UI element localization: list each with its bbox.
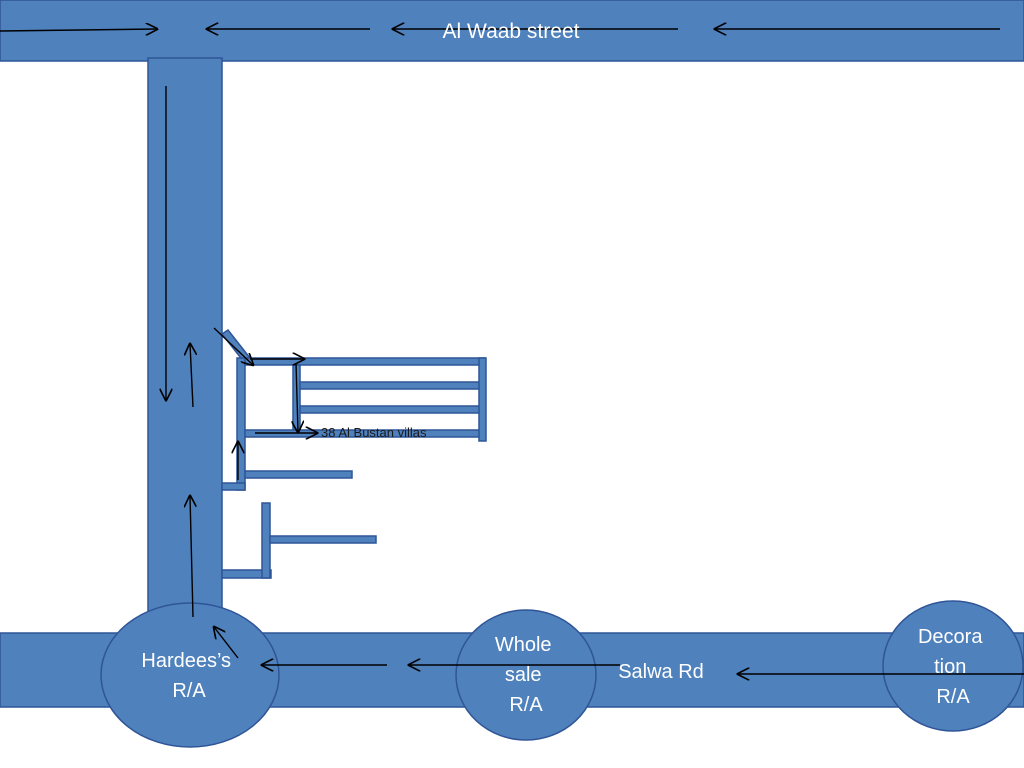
arrow-top-1 [0, 29, 157, 31]
decoration-label-line-1: Decora [918, 626, 983, 648]
wholesale-roundabout [455, 609, 597, 741]
wholesale-roundabout-label: Whole sale R/A [495, 634, 557, 716]
decoration-label-line-2: tion [934, 656, 966, 678]
lower-side-lane [221, 569, 272, 579]
lower-side-street [269, 535, 377, 544]
labels: Al Waab street Salwa Rd Hardees’s R/A Wh… [141, 20, 988, 716]
hardees-label-line-2: R/A [172, 680, 206, 702]
vertical-connector-road [147, 57, 223, 619]
arrow-up-connector-upper [190, 344, 193, 408]
destination-label: 38 Al Bustan villas [321, 425, 427, 440]
wholesale-label-line-1: Whole [495, 634, 552, 656]
decoration-roundabout-label: Decora tion R/A [918, 626, 988, 708]
arrow-up-connector-lower [190, 496, 193, 618]
villa-compound [220, 328, 487, 579]
hardees-label-line-1: Hardees’s [141, 650, 231, 672]
decoration-label-line-3: R/A [936, 686, 970, 708]
wholesale-label-line-2: sale [505, 664, 542, 686]
compound-street-2 [299, 405, 484, 414]
arrow-diagonal-entry [213, 327, 253, 365]
hardees-roundabout-label: Hardees’s R/A [141, 650, 236, 702]
al-waab-street-road [0, 0, 1024, 62]
compound-side-street [244, 470, 353, 479]
compound-street-1 [299, 381, 484, 390]
lower-side-vertical [261, 502, 271, 579]
roads [0, 0, 1024, 708]
decoration-roundabout [882, 600, 1024, 732]
salwa-road-label: Salwa Rd [618, 661, 704, 683]
compound-right-lane [478, 357, 487, 442]
arrow-compound-inner-down [296, 362, 298, 432]
diagonal-entry-lane [220, 328, 252, 364]
wholesale-label-line-3: R/A [509, 694, 543, 716]
roundabouts [100, 600, 1024, 748]
al-waab-street-label: Al Waab street [443, 20, 580, 43]
hardees-roundabout [100, 602, 280, 748]
arrow-roundabout-exit [214, 627, 239, 659]
compound-exit-lane [221, 482, 246, 491]
route-arrows [0, 29, 1024, 674]
